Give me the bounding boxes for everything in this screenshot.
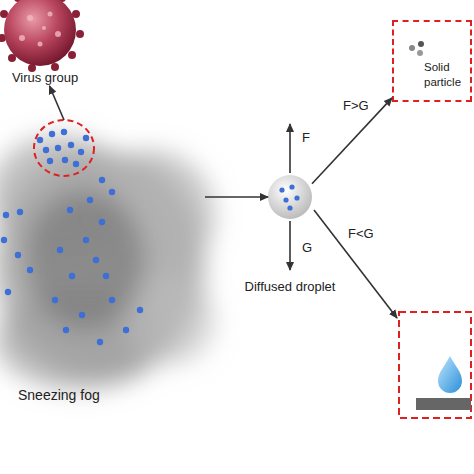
virus-illustration	[0, 0, 84, 72]
water-drop	[438, 356, 462, 393]
virus-node: Virus group	[0, 0, 90, 86]
force-arrow	[289, 124, 291, 173]
node-label: Diffused droplet	[210, 279, 370, 294]
connector-arrow	[312, 98, 392, 184]
edge-label: F>G	[343, 98, 369, 113]
node-label: Solid particle	[424, 60, 470, 90]
gravity-label: G	[302, 240, 312, 255]
connector-arrow	[50, 86, 65, 120]
force-label: F	[302, 130, 310, 145]
node-label: Sneezing fog	[18, 388, 138, 403]
condition-label: F<G	[348, 226, 374, 241]
solid-particle-box: Solid particle	[392, 20, 472, 102]
dashed-circle	[34, 120, 94, 176]
virus-dots	[1, 129, 143, 345]
dashed-box	[399, 312, 471, 418]
node-label: Virus group	[0, 70, 90, 85]
fog-node: Sneezing fog	[0, 120, 205, 410]
particle-dots	[409, 41, 424, 56]
deposit-arrow	[314, 210, 397, 318]
connector-arrow	[205, 196, 268, 198]
surface-bar	[416, 398, 471, 410]
droplet-node: Diffused droplet	[268, 175, 312, 219]
gravity-arrow	[289, 221, 291, 270]
droplet-illustration	[268, 175, 312, 219]
fog-cloud	[0, 135, 215, 390]
